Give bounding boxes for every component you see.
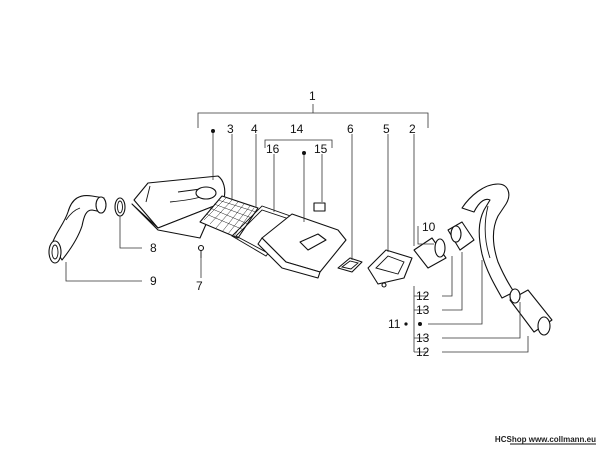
- callout-13-lower: 13: [416, 331, 430, 345]
- callout-16: 16: [266, 142, 280, 156]
- filter-cover: [257, 213, 347, 279]
- group-14-bracket: [264, 139, 333, 148]
- callout-6: 6: [347, 122, 354, 136]
- callout-4: 4: [251, 122, 258, 136]
- manifold-rubber-2: [413, 221, 475, 269]
- clamp-ring-8: [114, 197, 126, 217]
- seal-6: [337, 257, 363, 273]
- callout-13-upper: 13: [416, 303, 430, 317]
- leader-lines: [65, 132, 529, 353]
- long-hose-right: [461, 183, 515, 299]
- credit-site: www.collmann.eu: [528, 435, 596, 444]
- callout-2: 2: [409, 122, 416, 136]
- callout-10: 10: [422, 220, 436, 234]
- reference-dots: [211, 129, 422, 326]
- callout-14: 14: [290, 122, 304, 136]
- callout-12-lower: 12: [416, 345, 430, 359]
- callout-12-upper: 12: [416, 289, 430, 303]
- credit-line: HCShop www.collmann.eu: [495, 435, 596, 444]
- callout-11: 11: [388, 317, 401, 331]
- callout-3: 3: [227, 122, 234, 136]
- flange-5: [367, 249, 413, 288]
- screw-7: [197, 244, 205, 258]
- clip-15: [313, 202, 326, 212]
- filter-housing-3: [131, 175, 226, 239]
- callout-9: 9: [150, 274, 157, 288]
- connector-pipe: [509, 288, 553, 336]
- callout-1: 1: [309, 89, 316, 103]
- intake-hose-left: [48, 194, 107, 264]
- callout-5: 5: [383, 122, 390, 136]
- credit-brand: HCShop: [495, 435, 527, 444]
- callout-15: 15: [314, 142, 328, 156]
- callout-7: 7: [196, 279, 203, 293]
- group-1-bracket: [197, 104, 429, 128]
- callout-8: 8: [150, 241, 157, 255]
- filter-element-4: [199, 195, 259, 239]
